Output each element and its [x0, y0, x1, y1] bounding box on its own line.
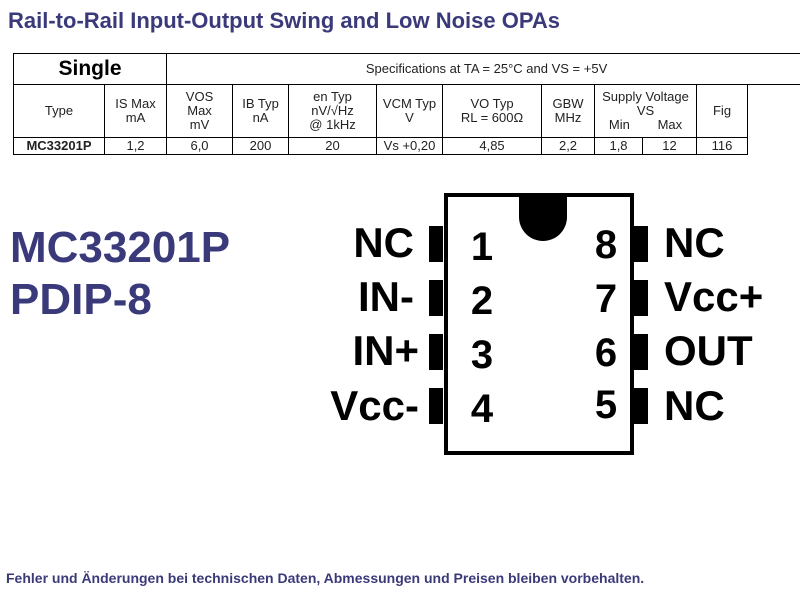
header-vo: VO Typ RL = 600Ω — [442, 84, 543, 138]
pin-number-6: 6 — [594, 331, 618, 375]
cell-vo: 4,85 — [442, 137, 543, 155]
header-is-max-label: IS Max — [115, 96, 156, 111]
header-type: Type — [13, 84, 105, 138]
header-is-max-unit: mA — [125, 110, 146, 125]
header-supply-min: Min — [608, 117, 630, 132]
header-supply-symbol: VS — [636, 103, 655, 118]
cell-fig: 116 — [696, 137, 749, 155]
header-is-max: IS Max mA — [103, 84, 168, 138]
header-vcm-label: VCM Typ — [382, 96, 437, 111]
cell-ib: 200 — [232, 137, 290, 155]
pin-lead-2 — [429, 280, 443, 316]
pin1-notch — [519, 193, 567, 241]
header-ib: IB Typ nA — [232, 84, 290, 138]
header-supply-label: Supply Voltage — [602, 89, 689, 104]
header-vcm: VCM Typ V — [376, 84, 444, 138]
pin-number-8: 8 — [594, 223, 618, 267]
cell-vos: 6,0 — [166, 137, 234, 155]
header-vo-label: VO Typ — [470, 96, 514, 111]
pin-number-2: 2 — [470, 279, 494, 323]
pin-label-3: IN+ — [352, 327, 419, 374]
header-vo-cond: RL = 600Ω — [460, 110, 524, 125]
spec-conditions: Specifications at TA = 25°C and VS = +5V — [166, 53, 800, 85]
spec-table: Single Specifications at TA = 25°C and V… — [12, 53, 800, 155]
pin-lead-8 — [634, 226, 648, 262]
cell-en: 20 — [288, 137, 378, 155]
group-label: Single — [12, 53, 168, 85]
pin-number-1: 1 — [470, 225, 494, 269]
pin-number-3: 3 — [470, 333, 494, 377]
part-name: MC33201P — [10, 223, 231, 272]
header-en-unit: nV/√Hz — [311, 103, 354, 118]
header-vcm-unit: V — [405, 110, 414, 125]
header-gbw-label: GBW — [552, 96, 584, 111]
header-gbw-unit: MHz — [554, 110, 582, 125]
pin-label-4: Vcc- — [330, 382, 419, 429]
header-vos-label: VOS — [185, 89, 214, 104]
cell-type: MC33201P — [13, 137, 105, 155]
pin-lead-1 — [429, 226, 443, 262]
header-ib-label: IB Typ — [242, 96, 279, 111]
pin-lead-7 — [634, 280, 648, 316]
header-fig: Fig — [696, 84, 749, 138]
header-supply: Supply Voltage VS Min Max — [594, 84, 698, 138]
header-vos: VOS Max mV — [166, 84, 234, 138]
header-en: en Typ nV/√Hz @ 1kHz — [288, 84, 378, 138]
pin-lead-4 — [429, 388, 443, 424]
header-gbw: GBW MHz — [541, 84, 596, 138]
disclaimer-footer: Fehler und Änderungen bei technischen Da… — [6, 570, 645, 586]
part-label: MC33201P PDIP-8 — [10, 222, 230, 326]
header-vos-max: Max — [187, 103, 212, 118]
page-title: Rail-to-Rail Input-Output Swing and Low … — [8, 8, 561, 33]
cell-gbw: 2,2 — [541, 137, 596, 155]
cell-vcm: Vs +0,20 — [376, 137, 444, 155]
header-en-cond: @ 1kHz — [309, 117, 356, 132]
header-vos-unit: mV — [189, 117, 210, 132]
table-row: MC33201P 1,2 6,0 200 20 Vs +0,20 4,85 2,… — [13, 137, 800, 155]
header-ib-unit: nA — [252, 110, 269, 125]
pin-lead-6 — [634, 334, 648, 370]
pin-number-5: 5 — [594, 383, 618, 427]
pin-number-4: 4 — [470, 387, 494, 431]
pin-label-2: IN- — [358, 273, 414, 320]
pin-label-7: Vcc+ — [664, 273, 764, 320]
pin-number-7: 7 — [594, 277, 618, 321]
cell-vs-max: 12 — [642, 137, 698, 155]
pin-label-5: NC — [664, 382, 725, 429]
ic-package: 1 2 3 4 8 7 6 5 — [444, 193, 634, 455]
pin-label-6: OUT — [664, 327, 753, 374]
pin-lead-5 — [634, 388, 648, 424]
part-package: PDIP-8 — [10, 275, 152, 324]
header-en-label: en Typ — [313, 89, 352, 104]
cell-vs-min: 1,8 — [594, 137, 644, 155]
pin-label-1: NC — [353, 219, 414, 266]
header-supply-max: Max — [657, 117, 683, 132]
table-header-row: Type IS Max mA VOS Max mV IB Typ nA en T… — [13, 84, 800, 138]
pin-label-8: NC — [664, 219, 725, 266]
pin-lead-3 — [429, 334, 443, 370]
header-supply-range: Min Max — [595, 118, 696, 132]
cell-is-max: 1,2 — [103, 137, 168, 155]
